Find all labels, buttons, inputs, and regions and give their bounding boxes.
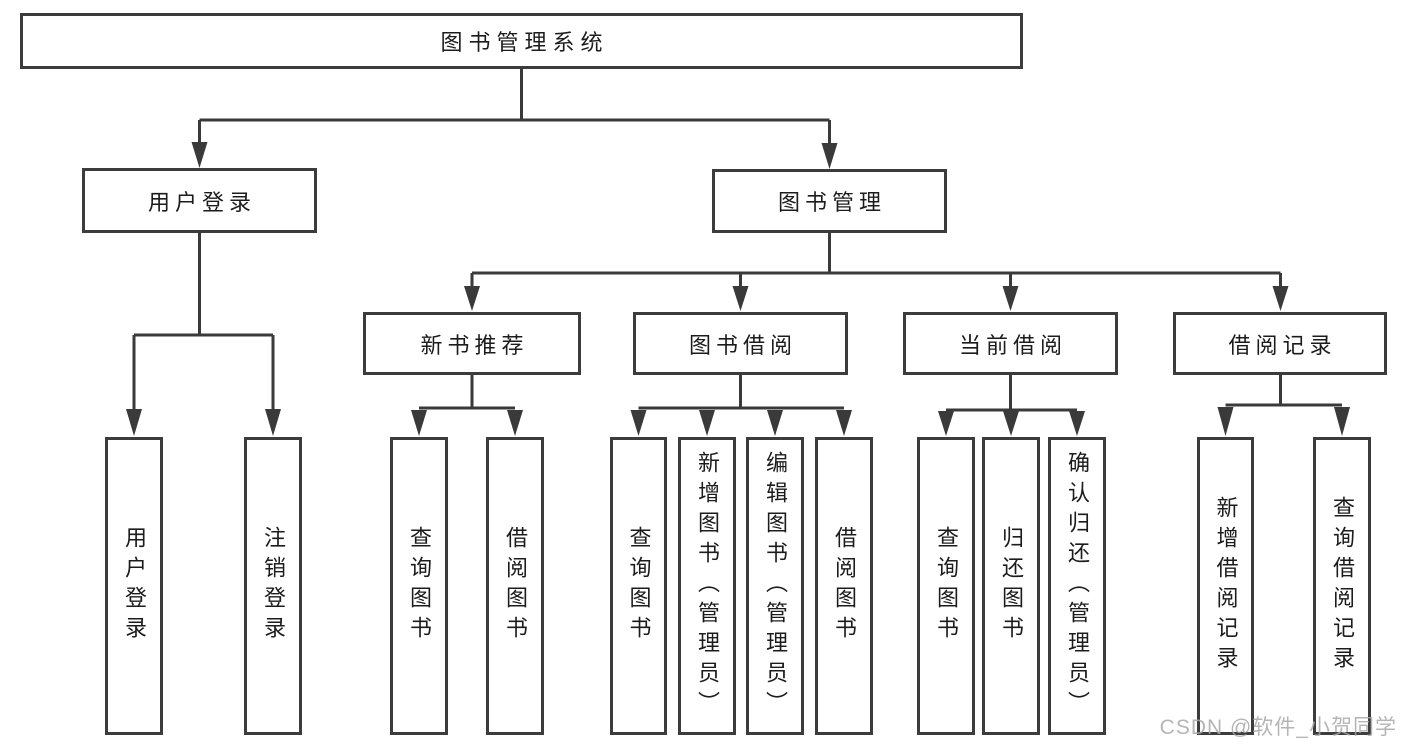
node-library-management-system: 图书管理系统 [20, 13, 1023, 69]
node-label: 确认归还（管理员） [1065, 451, 1090, 721]
node-user-login: 用户登录 [82, 168, 317, 233]
leaf-add-borrow-record: 新增借阅记录 [1197, 437, 1254, 735]
node-label: 注销登录 [261, 526, 286, 646]
node-current-borrow: 当前借阅 [903, 312, 1118, 375]
node-label: 新书推荐 [420, 332, 529, 358]
leaf-query-borrow-record: 查询借阅记录 [1313, 437, 1371, 735]
leaf-borrow-books: 借阅图书 [815, 437, 873, 735]
node-label: 借阅图书 [832, 526, 857, 646]
node-label: 用户登录 [147, 189, 256, 215]
node-label: 借阅图书 [503, 526, 528, 646]
leaf-logout: 注销登录 [244, 437, 302, 735]
leaf-confirm-return-admin: 确认归还（管理员） [1048, 437, 1106, 735]
node-label: 查询图书 [934, 526, 959, 646]
node-label: 编辑图书（管理员） [763, 451, 788, 721]
node-label: 查询图书 [407, 526, 432, 646]
leaf-add-books-admin: 新增图书（管理员） [678, 437, 736, 735]
leaf-query-books-borrow: 查询图书 [610, 437, 667, 735]
leaf-edit-books-admin: 编辑图书（管理员） [746, 437, 804, 735]
node-label: 图书管理 [777, 190, 886, 215]
csdn-watermark: CSDN @软件_小贺同学 [1159, 716, 1397, 739]
node-label: 当前借阅 [958, 332, 1067, 358]
node-label: 查询图书 [626, 526, 652, 646]
leaf-return-books: 归还图书 [982, 437, 1040, 735]
leaf-borrow-books-recommend: 借阅图书 [486, 437, 544, 735]
node-borrow-records: 借阅记录 [1173, 312, 1387, 375]
node-label: 新增图书（管理员） [695, 451, 720, 721]
node-label: 归还图书 [999, 526, 1024, 646]
node-label: 查询借阅记录 [1330, 496, 1355, 676]
node-label: 用户登录 [122, 526, 147, 646]
node-label: 借阅记录 [1228, 332, 1337, 358]
node-label: 图书管理系统 [440, 30, 609, 55]
node-label: 新增借阅记录 [1213, 496, 1239, 676]
leaf-query-books-recommend: 查询图书 [390, 437, 448, 735]
leaf-query-books-current: 查询图书 [917, 437, 975, 735]
leaf-user-login: 用户登录 [105, 437, 163, 735]
node-new-book-recommend: 新书推荐 [363, 312, 581, 375]
node-book-management: 图书管理 [712, 169, 947, 233]
node-book-borrow: 图书借阅 [633, 312, 848, 375]
node-label: 图书借阅 [688, 332, 797, 358]
